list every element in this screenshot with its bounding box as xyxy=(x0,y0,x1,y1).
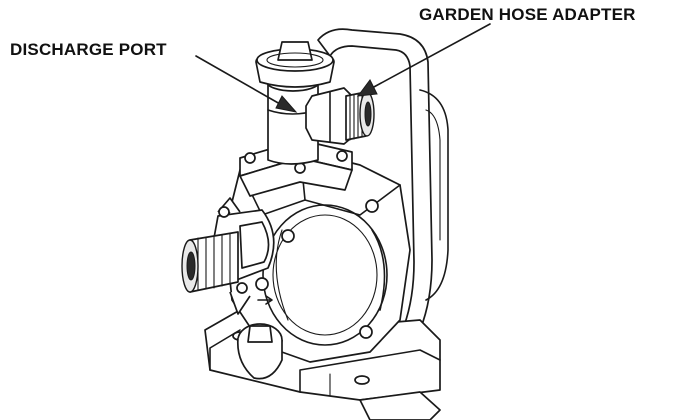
discharge-port-label: DISCHARGE PORT xyxy=(10,40,167,59)
discharge-port-leader xyxy=(195,55,298,113)
drain-plug xyxy=(236,295,283,380)
priming-cap xyxy=(255,41,335,88)
garden-hose-adapter-label: GARDEN HOSE ADAPTER xyxy=(419,5,636,24)
garden-hose-adapter xyxy=(305,87,375,145)
pump-casing xyxy=(224,149,411,363)
suction-inlet xyxy=(181,197,275,315)
garden-hose-adapter-leader xyxy=(356,23,491,97)
